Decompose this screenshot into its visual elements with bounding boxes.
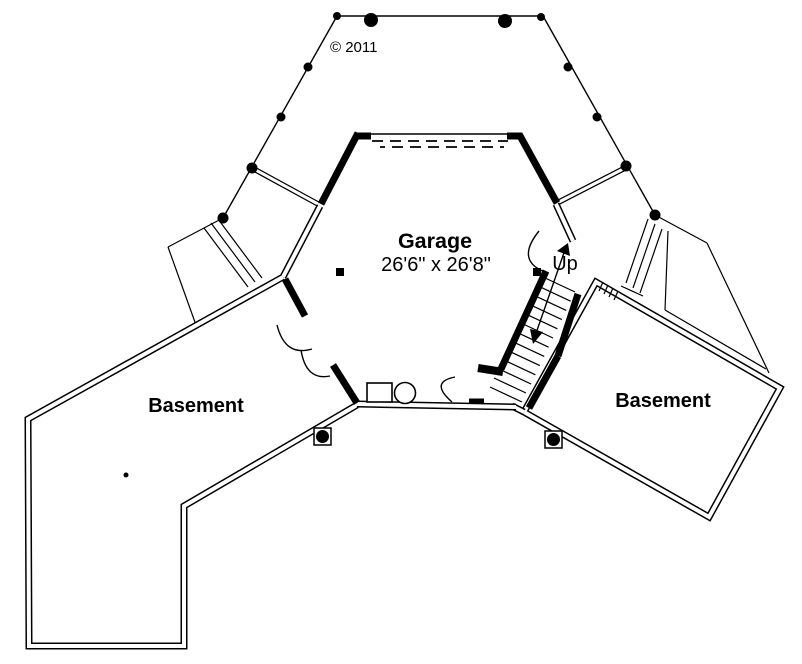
garage-thin-walls [279, 202, 577, 411]
wall-hatch-ticks [598, 281, 619, 301]
furnace-square [366, 382, 393, 403]
stairs-up-label: Up [552, 253, 578, 275]
garage-dimensions: 26'6" x 26'8" [381, 254, 491, 276]
exterior-stairs-right [620, 214, 770, 374]
basement-left-label: Basement [148, 395, 244, 417]
stair-walls [477, 269, 582, 410]
garage-top-wall [357, 132, 521, 148]
garage-label: Garage [398, 229, 472, 253]
deck-railing-right [555, 164, 629, 206]
stair-direction-arrow [530, 243, 570, 344]
exterior-stairs-left [167, 217, 263, 326]
deck-posts [217, 12, 661, 224]
water-heater-circle [393, 381, 417, 405]
post-footing-right [544, 430, 563, 449]
interior-marks [123, 268, 541, 478]
garage-thick-walls [281, 131, 561, 405]
deck-railing-left [250, 165, 320, 207]
door-swing-arcs [276, 230, 549, 404]
basement-left-walls [24, 273, 359, 650]
basement-right-label: Basement [615, 390, 711, 412]
copyright-text: © 2011 [330, 39, 377, 56]
post-footing-left [313, 427, 332, 446]
